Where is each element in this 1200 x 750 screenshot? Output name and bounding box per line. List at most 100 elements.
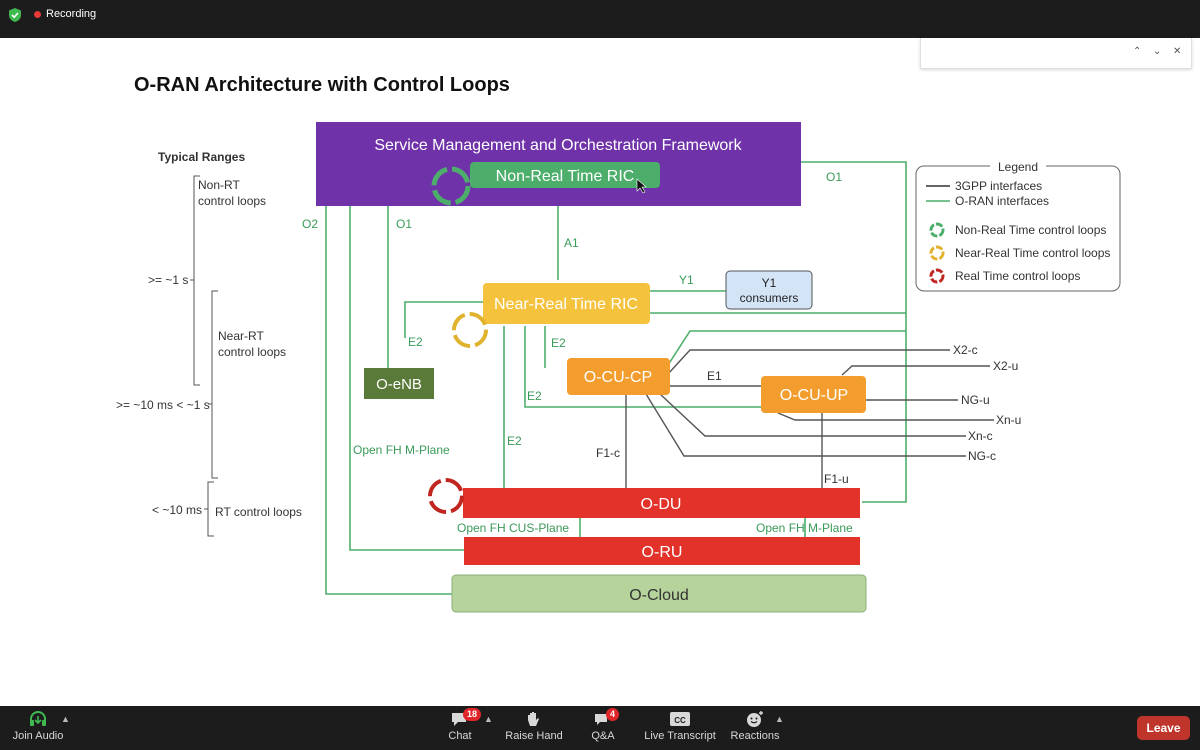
raise-hand-button[interactable]: Raise Hand — [504, 710, 564, 742]
reactions-label: Reactions — [730, 730, 780, 742]
floating-panel: ⌃ ⌄ ✕ — [920, 38, 1192, 69]
non-rt-ric-box — [470, 162, 660, 188]
mouse-cursor-icon — [636, 178, 647, 194]
live-transcript-button[interactable]: CC Live Transcript — [642, 710, 718, 742]
audio-options-caret-icon[interactable]: ▲ — [61, 714, 70, 724]
e1-label: E1 — [707, 369, 722, 383]
near-rt-ric-box — [483, 283, 650, 324]
close-icon[interactable]: ✕ — [1173, 46, 1182, 57]
recording-indicator[interactable]: Recording — [34, 8, 96, 20]
e2-cucp-label: E2 — [551, 336, 566, 350]
range-brackets — [190, 175, 218, 537]
o-enb-label: O-eNB — [376, 376, 422, 393]
chat-button[interactable]: Chat 18 — [440, 708, 482, 742]
non-rt-range-label-2: control loops — [198, 194, 266, 208]
near-rt-range-label-2: control loops — [218, 345, 286, 359]
e2-du-label: E2 — [507, 434, 522, 448]
o-cu-cp-box — [567, 358, 670, 395]
open-fh-m-right-label: Open FH M-Plane — [756, 521, 853, 535]
range-value-3: < ~10 ms — [152, 503, 202, 517]
shared-slide: O-RAN Architecture with Control Loops ⌃ … — [0, 38, 1200, 706]
near-rt-loop-icon — [452, 312, 488, 348]
reactions-caret-icon[interactable]: ▲ — [775, 714, 784, 724]
chat-badge: 18 — [463, 708, 482, 721]
o-cloud-box — [451, 574, 867, 613]
closed-caption-icon: CC — [670, 712, 690, 726]
recording-label: Recording — [46, 8, 97, 20]
leave-button[interactable]: Leave — [1137, 716, 1190, 740]
range-value-1: >= ~1 s — [148, 273, 188, 287]
o-ru-box — [464, 537, 860, 565]
join-audio-button[interactable]: Join Audio — [12, 710, 64, 742]
legend: Legend 3GPP interfaces O-RAN interfaces … — [915, 159, 1121, 292]
smiley-add-icon — [747, 711, 763, 727]
top-bar: Recording — [0, 0, 1200, 38]
e2-enb-label: E2 — [408, 335, 423, 349]
o1-right-label: O1 — [826, 170, 842, 184]
o1-left-label: O1 — [396, 217, 412, 231]
gpp-interface-lines — [625, 349, 994, 488]
legend-near-rt-icon — [929, 245, 945, 261]
legend-oran-label: O-RAN interfaces — [955, 194, 1049, 208]
range-value-2: >= ~10 ms < ~1 s — [116, 398, 210, 412]
ngc-label: NG-c — [968, 449, 996, 463]
y1-label: Y1 — [679, 273, 694, 287]
open-fh-cus-label: Open FH CUS-Plane — [457, 521, 569, 535]
chat-label: Chat — [448, 730, 472, 742]
f1c-label: F1-c — [596, 446, 620, 460]
x2c-label: X2-c — [953, 343, 978, 357]
typical-ranges-heading: Typical Ranges — [158, 150, 245, 164]
join-audio-label: Join Audio — [12, 730, 64, 742]
o-ru-label: O-RU — [642, 544, 683, 561]
chevron-down-icon[interactable]: ⌄ — [1153, 46, 1162, 57]
open-fh-m-left-label: Open FH M-Plane — [353, 443, 450, 457]
shield-check-icon — [9, 8, 21, 22]
oran-interface-lines — [325, 161, 907, 595]
x2u-label: X2-u — [993, 359, 1018, 373]
raise-hand-label: Raise Hand — [505, 730, 563, 742]
near-rt-ric-label: Near-Real Time RIC — [494, 296, 638, 313]
legend-3gpp-label: 3GPP interfaces — [955, 179, 1042, 193]
chat-options-caret-icon[interactable]: ▲ — [484, 714, 493, 724]
non-rt-ric-label: Non-Real Time RIC — [496, 168, 635, 185]
y1-consumers-label-1: Y1 — [762, 276, 777, 290]
y1-consumers-label-2: consumers — [740, 291, 799, 305]
o-cloud-label: O-Cloud — [629, 587, 689, 604]
legend-title: Legend — [998, 160, 1038, 174]
legend-rt-icon — [929, 268, 945, 284]
non-rt-range-label-1: Non-RT — [198, 178, 240, 192]
live-transcript-label: Live Transcript — [644, 730, 716, 742]
o-cu-up-box — [761, 376, 866, 413]
legend-non-rt-icon — [929, 222, 945, 238]
qa-badge: 4 — [606, 708, 620, 721]
xnc-label: Xn-c — [968, 429, 993, 443]
reactions-button[interactable]: Reactions — [730, 710, 780, 742]
xnu-label: Xn-u — [996, 413, 1021, 427]
o-enb-box — [364, 368, 434, 399]
non-rt-loop-icon — [431, 166, 471, 206]
raise-hand-icon — [528, 712, 539, 726]
e2-cuup-label: E2 — [527, 389, 542, 403]
o-du-box — [463, 488, 860, 518]
rt-range-label: RT control loops — [215, 505, 302, 519]
near-rt-range-label-1: Near-RT — [218, 329, 264, 343]
o2-label: O2 — [302, 217, 318, 231]
o-cu-cp-label: O-CU-CP — [584, 369, 652, 386]
o-cu-up-label: O-CU-UP — [780, 387, 848, 404]
f1u-label: F1-u — [824, 472, 849, 486]
cc-icon-text: CC — [674, 716, 686, 725]
legend-near-rt-label: Near-Real Time control loops — [955, 246, 1110, 260]
smo-framework-label: Service Management and Orchestration Fra… — [374, 137, 742, 154]
qa-label: Q&A — [591, 730, 615, 742]
recording-dot-icon — [34, 10, 41, 18]
a1-label: A1 — [564, 236, 579, 250]
qa-button[interactable]: Q&A 4 — [586, 708, 620, 742]
legend-rt-label: Real Time control loops — [955, 269, 1080, 283]
chevron-up-icon[interactable]: ⌃ — [1133, 46, 1142, 57]
rt-loop-icon — [428, 478, 464, 514]
chat-bubble-icon — [452, 713, 466, 726]
headphones-icon — [30, 711, 46, 726]
meeting-toolbar: Join Audio ▲ Chat 18 ▲ Raise Hand Q&A 4 … — [0, 706, 1200, 750]
ngu-label: NG-u — [961, 393, 990, 407]
legend-non-rt-label: Non-Real Time control loops — [955, 223, 1106, 237]
